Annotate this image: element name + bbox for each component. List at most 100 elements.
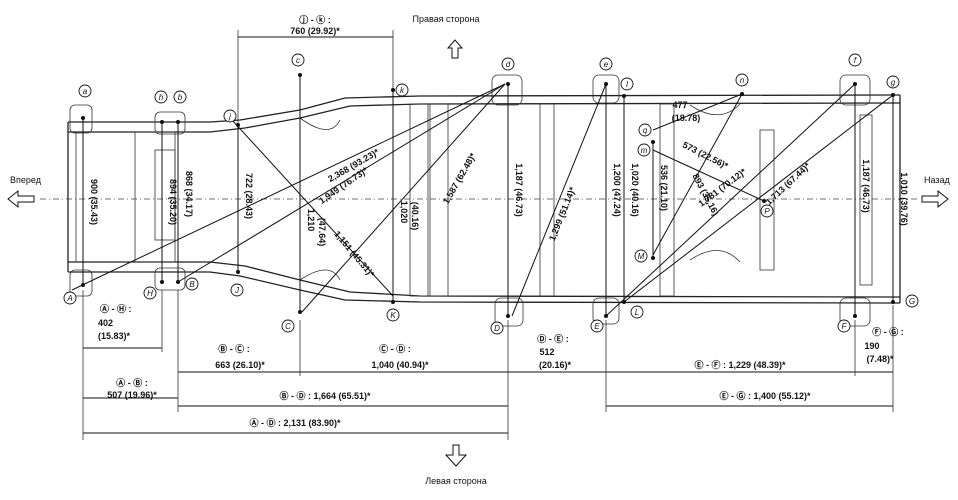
svg-text:n: n [740,76,745,85]
dim-1587: 1,587 (62.48)* [441,151,478,206]
point-d: d [501,57,515,71]
svg-text:B: B [189,280,195,289]
direction-forward: Вперед [7,175,42,209]
svg-text:q: q [643,126,648,135]
point-g: g [886,75,900,89]
diagonal-measurements [71,83,894,317]
point-P: P [760,204,774,218]
svg-text:K: K [390,311,396,320]
dim-477-b: (18.78) [672,113,701,123]
svg-text:E: E [594,322,600,331]
point-G: G [905,294,919,308]
point-J: J [230,283,244,297]
svg-text:F: F [842,322,848,331]
dim-A-B-label: Ⓐ - Ⓑ : [116,377,148,388]
dim-1210-a: 1,210 [306,209,316,232]
dim-A-H-value: 402 [98,318,113,328]
point-K: K [386,308,400,322]
svg-text:a: a [83,87,88,96]
svg-text:d: d [506,60,511,69]
dim-A-H-inch: (15.83)* [98,331,131,341]
dim-1187-b: 1,187 (46.73) [861,159,871,213]
horizontal-measurements [82,30,894,440]
direction-right-side: Правая сторона [412,14,480,59]
point-c: c [291,53,305,67]
forward-label: Вперед [10,175,42,185]
dim-F-G-inch: (7.48)* [866,354,894,364]
svg-text:f: f [854,56,857,65]
dim-D-E-value: 512 [539,347,554,357]
point-j: j [223,109,237,123]
dim-B-C-label: Ⓑ - Ⓒ : [218,343,250,354]
dim-536: 536 (21.10) [659,165,669,211]
dim-722: 722 (28.43) [244,173,254,219]
point-h: h [154,90,168,104]
dim-477-a: 477 [672,100,687,110]
diagonal-labels: 2,368 (93.23)* 1,949 (76.73)* 1,151 (45.… [317,100,813,280]
direction-left-side: Левая сторона [425,444,487,486]
dim-1713: 1,713 (67.44)* [764,160,813,207]
dim-1020-a: 1,020 [399,201,409,224]
point-A: A [63,291,77,305]
bottom-labels: Ⓐ - Ⓗ : 402 (15.83)* Ⓑ - Ⓒ : 663 (26.10)… [98,303,904,428]
right-arrow-icon [921,189,949,209]
point-m: m [637,143,651,157]
svg-text:k: k [400,86,405,95]
direction-rear: Назад [921,175,951,209]
point-L: L [630,305,644,319]
dim-D-E-label: Ⓓ - Ⓔ : [537,333,569,344]
dim-1010: 1,010 (39.76) [899,172,909,226]
dim-E-F: Ⓔ - Ⓕ : 1,229 (48.39)* [694,359,786,370]
dim-F-G-label: Ⓕ - Ⓖ : [872,326,904,337]
dim-E-G: Ⓔ - Ⓖ : 1,400 (55.12)* [719,390,811,401]
point-e: e [599,57,613,71]
dim-D-E-inch: (20.16)* [539,360,572,370]
dim-1020-b: (40.16) [410,202,420,231]
svg-text:D: D [494,324,500,333]
point-a: a [78,84,92,98]
svg-text:h: h [159,93,164,102]
point-b: b [173,90,187,104]
svg-text:P: P [764,207,770,216]
dim-868: 868 (34.17) [184,171,194,217]
dim-894: 894 (35.20) [168,179,178,225]
svg-text:H: H [147,289,153,298]
point-D: D [490,321,504,335]
up-arrow-icon [446,39,464,59]
svg-text:g: g [891,78,896,87]
svg-text:J: J [234,286,240,295]
point-F: F [837,319,851,333]
dim-1299: 1,299 (51.14)* [547,185,578,242]
point-E: E [590,319,604,333]
svg-text:m: m [641,146,648,155]
dim-j-k-value: 760 (29.92)* [290,26,340,36]
dim-A-H-label: Ⓐ - Ⓗ : [100,303,132,314]
point-B: B [185,277,199,291]
point-H: H [143,286,157,300]
dim-900: 900 (35.43) [89,179,99,225]
rear-label: Назад [924,175,951,185]
dim-1151: 1,151 (45.31)* [332,229,377,280]
svg-text:A: A [66,294,72,303]
dim-A-D: Ⓐ - Ⓓ : 2,131 (83.90)* [249,417,341,428]
measurement-dots [81,73,895,318]
dim-C-D-label: Ⓒ - Ⓓ : [379,343,411,354]
point-f: f [848,53,862,67]
point-C: C [281,319,295,333]
down-arrow-icon [444,444,468,467]
svg-text:M: M [638,252,645,261]
dim-1200: 1,200 (47.24) [612,163,622,217]
left-side-label: Левая сторона [425,476,486,486]
left-arrow-icon [7,189,35,209]
dim-F-G-value: 190 [864,341,879,351]
svg-text:j: j [228,112,231,121]
svg-text:b: b [178,93,183,102]
svg-text:L: L [635,308,639,317]
vertical-labels: 900 (35.43) 894 (35.20) 868 (34.17) 722 … [89,159,909,246]
right-side-label: Правая сторона [412,14,479,24]
svg-text:G: G [909,297,915,306]
svg-text:C: C [285,322,291,331]
dim-B-D: Ⓑ - Ⓓ : 1,664 (65.51)* [279,390,371,401]
point-l: l [620,77,634,91]
svg-text:l: l [626,80,628,89]
